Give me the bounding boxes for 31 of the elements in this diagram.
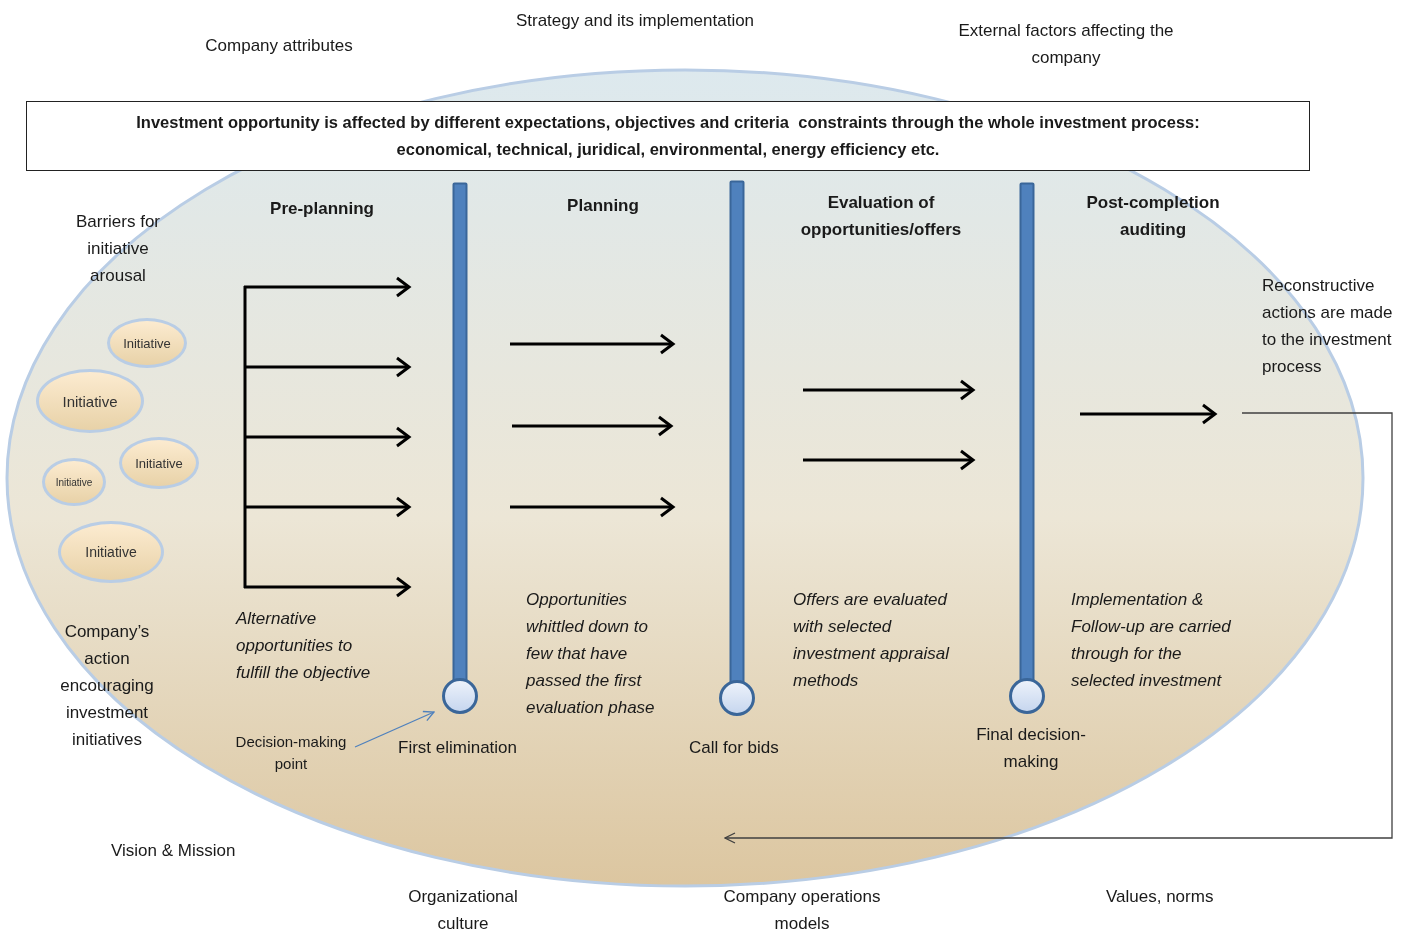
initiative-label: Initiative [55,476,93,488]
info-box [26,101,1310,171]
label-text: Company’s action encouraging investment initiatives [59,621,155,751]
phase-heading: Pre-planning [269,198,375,220]
initiative-label: Initiative [85,544,137,560]
note-text: Reconstructive actions are made to the investment process [1242,272,1400,413]
note-text: Decision-making point [231,731,351,775]
phase-heading: Evaluation of opportunities/offers [799,192,963,241]
phase-description: Implementation & Follow-up are carried through for the selected investment [1071,589,1232,692]
label-text: Values, norms [1106,886,1215,908]
phase-description: Offers are evaluated with selected investment appraisal methods [793,589,951,692]
label-text: Company attributes [204,35,354,57]
phase-heading: Post-completion auditing [1085,192,1221,241]
label-text: Strategy and its implementation [514,10,756,32]
phase-description: Opportunities whittled down to few that have passed the first evaluation phase [526,589,656,719]
initiative-label: Initiative [62,392,118,410]
leader-arrow [354,710,435,748]
label-text: Call for bids [689,737,780,759]
initiative-label: Initiative [123,335,171,351]
label-text: Organizational culture [407,886,519,935]
label-text: First elimination [398,737,519,759]
label-text: Final decision-making [975,724,1087,773]
label-text: Barriers for initiative arousal [74,211,162,287]
feedback-arrow [724,412,1393,844]
initiative-label: Initiative [135,455,183,471]
phase-heading: Planning [566,195,640,217]
label-text: Company operations models [722,886,882,935]
label-text: Vision & Mission [111,840,237,862]
label-text: External factors affecting the company [957,20,1175,69]
info-text: Investment opportunity is affected by different expectations, objectives and criteria constraints through the whole investment process: economical, technical, juridical, environmental, energy efficiency etc. [135,112,1201,160]
phase-description: Alternative opportunities to fulfill the objective [236,608,372,684]
